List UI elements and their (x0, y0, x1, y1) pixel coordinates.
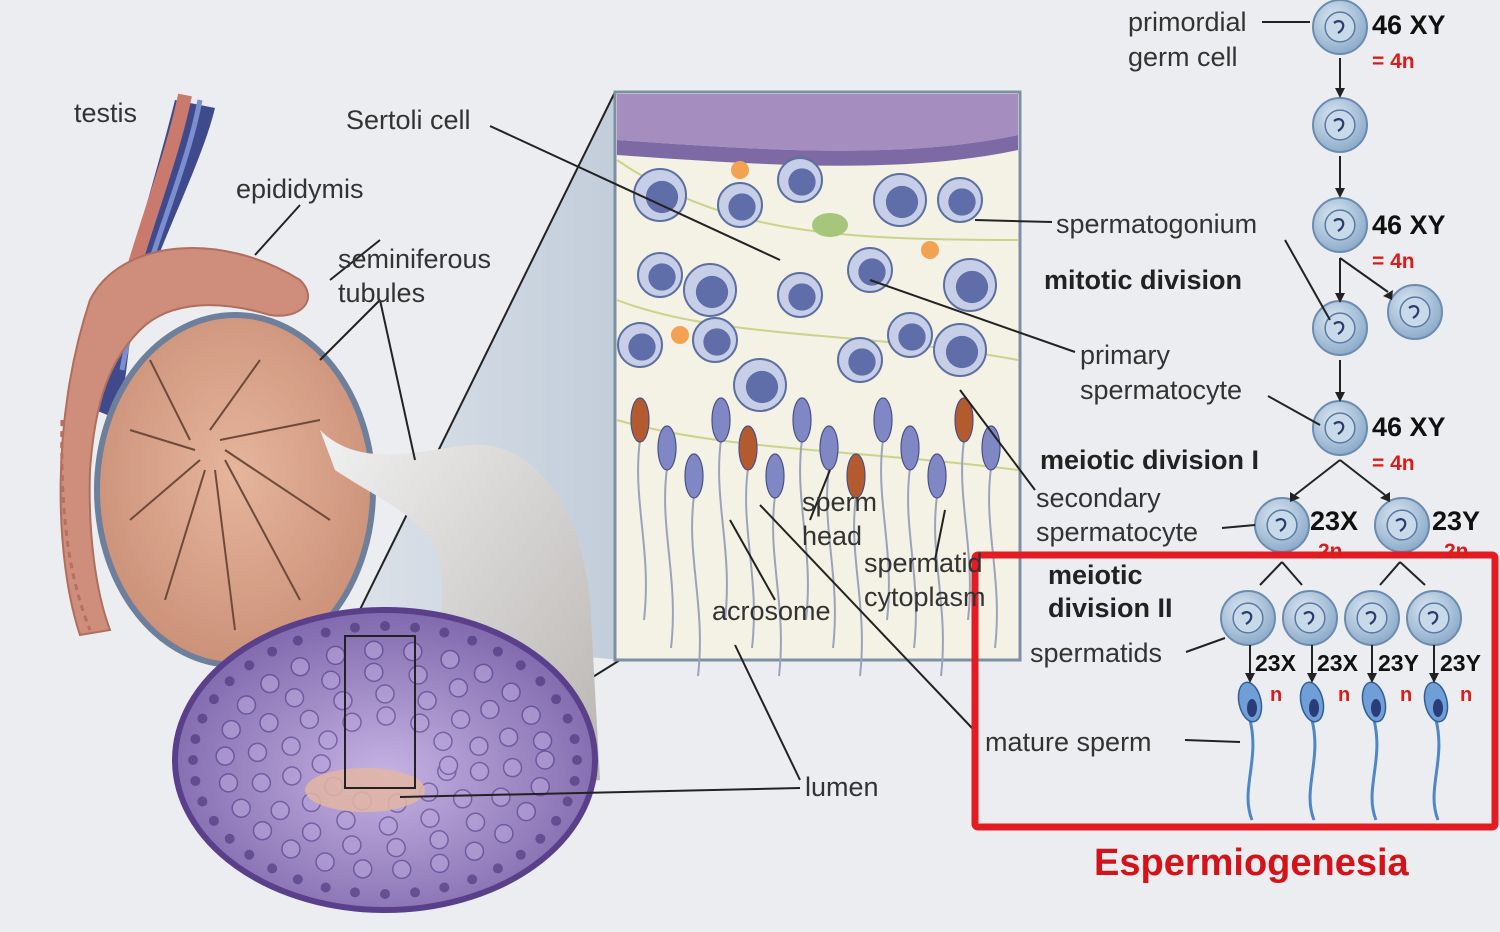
label-sertoli-cell: Sertoli cell (346, 105, 471, 135)
label-sperm-head-line1: sperm (802, 487, 878, 517)
chromosomes-spermatogonium: 46 XY (1372, 210, 1446, 240)
tubule-zoom-box (344, 635, 416, 789)
ploidy-sperm-4: n (1460, 684, 1473, 706)
label-meiotic-division-1: meiotic division I (1040, 445, 1260, 475)
label-meiotic-division-2-line1: meiotic (1048, 560, 1143, 590)
ploidy-secondary-x: 2n (1318, 540, 1343, 563)
label-spermatids: spermatids (1030, 638, 1163, 668)
ploidy-sperm-3: n (1400, 684, 1413, 706)
label-mitotic-division: mitotic division (1044, 265, 1243, 295)
ploidy-primary: = 4n (1372, 452, 1415, 475)
chromosomes-primary: 46 XY (1372, 412, 1446, 442)
label-secondary-line1: secondary (1036, 483, 1161, 513)
label-lumen: lumen (805, 772, 879, 802)
label-meiotic-division-2-line2: division II (1048, 593, 1173, 623)
chromosomes-spermatid-1: 23X (1255, 650, 1296, 676)
label-seminiferous-line2: tubules (338, 278, 426, 308)
label-primordial-line2: germ cell (1128, 42, 1238, 72)
label-primary-line2: spermatocyte (1080, 375, 1243, 405)
label-spermatogonium: spermatogonium (1056, 209, 1258, 239)
label-mature-sperm: mature sperm (985, 727, 1152, 757)
chromosomes-spermatid-4: 23Y (1440, 650, 1481, 676)
chromosomes-primordial: 46 XY (1372, 10, 1446, 40)
label-testis: testis (74, 98, 138, 128)
espermiogenesia-title: Espermiogenesia (1094, 842, 1409, 884)
label-spermatid-cytoplasm-line1: spermatid (864, 548, 983, 578)
label-primary-line1: primary (1080, 340, 1171, 370)
label-epididymis: epididymis (236, 174, 364, 204)
label-spermatid-cytoplasm-line2: cytoplasm (864, 582, 986, 612)
label-secondary-line2: spermatocyte (1036, 517, 1199, 547)
ploidy-spermatogonium: = 4n (1372, 250, 1415, 273)
ploidy-secondary-y: 2n (1444, 540, 1469, 563)
ploidy-sperm-2: n (1338, 684, 1351, 706)
chromosomes-secondary-y: 23Y (1432, 506, 1481, 536)
chromosomes-spermatid-3: 23Y (1378, 650, 1419, 676)
label-primordial-line1: primordial (1128, 7, 1247, 37)
ploidy-sperm-1: n (1270, 684, 1283, 706)
chromosomes-spermatid-2: 23X (1317, 650, 1358, 676)
tubule-cross-section (172, 607, 598, 913)
epididymis (59, 247, 310, 637)
ploidy-primordial: = 4n (1372, 50, 1415, 73)
label-acrosome: acrosome (712, 596, 831, 626)
chromosomes-secondary-x: 23X (1310, 506, 1359, 536)
label-sperm-head-line2: head (802, 521, 863, 551)
label-seminiferous-line1: seminiferous (338, 244, 492, 274)
espermiogenesia-highlight-box (971, 551, 1499, 831)
